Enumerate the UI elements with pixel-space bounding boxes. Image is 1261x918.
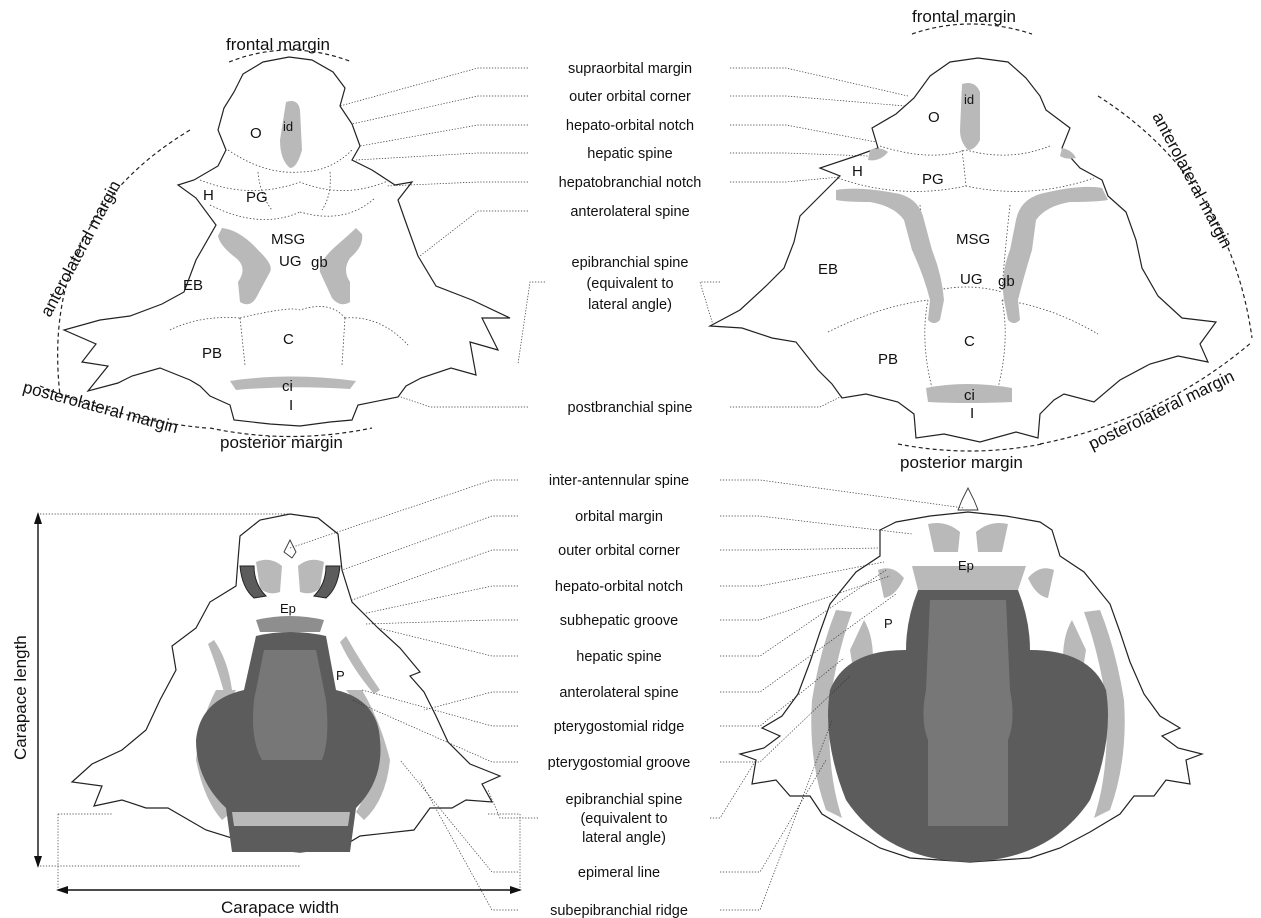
carapace-length-label: Carapace length	[11, 635, 30, 760]
leader-anterolateral-spine	[420, 211, 528, 256]
hepatic-patch-right-b	[1060, 148, 1076, 159]
leader-epibranchial-spine	[518, 282, 720, 364]
region-MSG-left: MSG	[271, 231, 305, 248]
region-EB-right: EB	[818, 261, 838, 278]
region-ci-left: ci	[282, 378, 293, 395]
label-Ep-left: Ep	[280, 601, 296, 616]
bottom-labels: inter-antennular spine orbital margin ou…	[548, 473, 691, 918]
abdomen-band-left	[232, 812, 350, 826]
width-guide-left	[58, 814, 112, 890]
posterior-margin-label-left: posterior margin	[220, 433, 343, 452]
label-Ep-right: Ep	[958, 558, 974, 573]
region-id-left: id	[283, 119, 293, 134]
label-lateral-angle-bottom: lateral angle)	[582, 830, 666, 846]
sternal-inner-left	[253, 650, 327, 760]
label-anterolateral-spine-top: anterolateral spine	[570, 204, 689, 220]
region-gb-left: gb	[311, 254, 328, 271]
region-PG-left: PG	[246, 189, 268, 206]
inter-antennular-spine-right	[958, 488, 978, 510]
region-gb-right: gb	[998, 273, 1015, 290]
label-P-left: P	[336, 668, 345, 683]
label-epibranchial-spine-top: epibranchial spine	[572, 255, 689, 271]
label-supraorbital-margin: supraorbital margin	[568, 61, 692, 77]
region-O-right: O	[928, 109, 940, 126]
sternal-inner-right	[923, 600, 1012, 826]
frontal-margin-label-left: frontal margin	[226, 35, 330, 54]
region-H-right: H	[852, 163, 863, 180]
frontal-margin-label-right: frontal margin	[912, 7, 1016, 26]
ventral-carapace-left: Ep P Carapace length Carapace width	[11, 512, 522, 917]
carapace-width-label: Carapace width	[221, 898, 339, 917]
label-equivalent-to-top: (equivalent to	[586, 276, 673, 292]
endostome-left	[256, 616, 324, 632]
region-PB-left: PB	[202, 345, 222, 362]
label-P-right: P	[884, 616, 893, 631]
label-lateral-angle-top: lateral angle)	[588, 297, 672, 313]
label-hepatic-spine-top: hepatic spine	[587, 146, 672, 162]
anterolateral-margin-label-left: anterolateral margin	[37, 177, 125, 319]
region-O-left: O	[250, 125, 262, 142]
top-labels: supraorbital margin outer orbital corner…	[559, 61, 702, 416]
label-equivalent-to-bottom: (equivalent to	[580, 811, 667, 827]
anterolateral-margin-label-right: anterolateral margin	[1148, 109, 1236, 251]
label-hepatic-spine-bottom: hepatic spine	[576, 649, 661, 665]
label-epimeral-line: epimeral line	[578, 865, 660, 881]
region-I-right: I	[970, 405, 974, 422]
region-PB-right: PB	[878, 351, 898, 368]
label-outer-orbital-corner-bottom: outer orbital corner	[558, 543, 680, 559]
label-outer-orbital-corner-top: outer orbital corner	[569, 89, 691, 105]
posterior-margin-arc-right	[898, 444, 1042, 451]
label-hepatobranchial-notch: hepatobranchial notch	[559, 175, 702, 191]
label-pterygostomial-groove: pterygostomial groove	[548, 755, 691, 771]
width-guide-right	[488, 814, 520, 890]
region-PG-right: PG	[922, 171, 944, 188]
region-UG-right: UG	[960, 271, 983, 288]
ventral-carapace-right: Ep P	[740, 488, 1202, 862]
region-MSG-right: MSG	[956, 231, 990, 248]
region-I-left: I	[289, 397, 293, 414]
region-EB-left: EB	[183, 277, 203, 294]
label-hepato-orbital-notch-top: hepato-orbital notch	[566, 118, 694, 134]
label-subepibranchial-ridge: subepibranchial ridge	[550, 903, 688, 918]
label-inter-antennular-spine: inter-antennular spine	[549, 473, 689, 489]
region-H-left: H	[203, 187, 214, 204]
label-epibranchial-spine-bottom: epibranchial spine	[566, 792, 683, 808]
label-anterolateral-spine-bottom: anterolateral spine	[559, 685, 678, 701]
region-C-left: C	[283, 331, 294, 348]
label-postbranchial-spine: postbranchial spine	[568, 400, 693, 416]
label-orbital-margin: orbital margin	[575, 509, 663, 525]
label-subhepatic-groove: subhepatic groove	[560, 613, 679, 629]
label-pterygostomial-ridge: pterygostomial ridge	[554, 719, 685, 735]
region-ci-right: ci	[964, 387, 975, 404]
region-C-right: C	[964, 333, 975, 350]
label-hepato-orbital-notch-bottom: hepato-orbital notch	[555, 579, 683, 595]
region-id-right: id	[964, 92, 974, 107]
posterior-margin-label-right: posterior margin	[900, 453, 1023, 472]
dorsal-carapace-right: O id H PG MSG UG gb EB C PB ci I frontal…	[710, 7, 1252, 472]
region-UG-left: UG	[279, 253, 302, 270]
